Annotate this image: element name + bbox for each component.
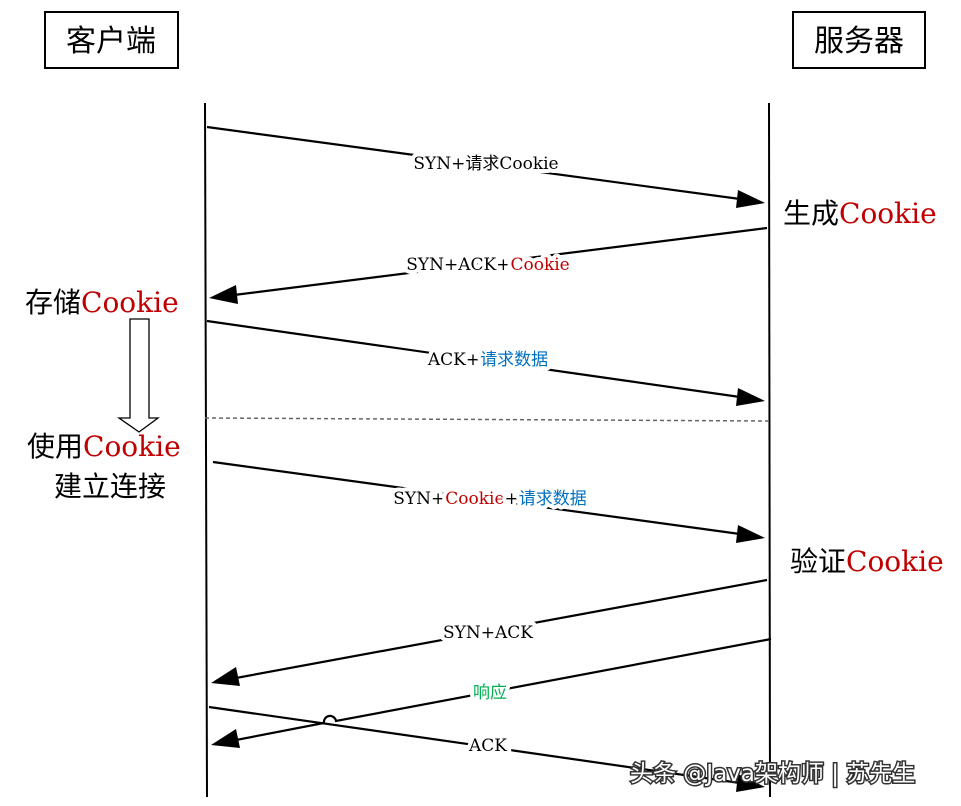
message-label: 响应	[473, 683, 507, 703]
arrow-syn-ack-cookie: SYN+ACK+Cookie	[209, 226, 768, 304]
client-title: 客户端	[66, 24, 156, 59]
watermark: 头条 @Java架构师 | 苏先生	[630, 761, 915, 787]
arrowhead	[736, 774, 765, 792]
message-label: ACK+请求数据	[427, 350, 548, 370]
message-label: ACK	[468, 736, 507, 756]
message-label: SYN+Cookie+请求数据	[393, 489, 587, 509]
arrow-ack-request-data: ACK+请求数据	[206, 319, 765, 406]
arrowhead	[209, 285, 238, 304]
arrowhead	[736, 525, 765, 543]
note-use-cookie: 使用Cookie	[27, 430, 181, 463]
server-title: 服务器	[814, 24, 904, 59]
arrow-syn-request-cookie: SYN+请求Cookie	[206, 125, 765, 208]
hollow-down-arrow-icon	[116, 318, 160, 433]
message-label: SYN+ACK+Cookie	[406, 255, 570, 275]
note-store-cookie: 存储Cookie	[25, 286, 179, 319]
client-header: 客户端	[44, 11, 179, 69]
arrowhead	[211, 667, 240, 686]
server-lifeline	[768, 102, 771, 798]
arrowhead	[736, 388, 765, 406]
arrow-ack: ACK	[208, 705, 765, 792]
arrow-response: 响应	[211, 637, 772, 748]
message-label: SYN+请求Cookie	[413, 154, 558, 174]
message-label: SYN+ACK	[443, 623, 533, 643]
note-establish-connection: 建立连接	[54, 470, 166, 503]
arrowhead	[211, 729, 240, 748]
client-lifeline	[204, 102, 208, 798]
arrow-syn-cookie-request-data: SYN+Cookie+请求数据	[212, 460, 765, 543]
phase-divider	[204, 417, 770, 422]
server-header: 服务器	[792, 11, 926, 69]
note-verify-cookie: 验证Cookie	[790, 545, 944, 578]
note-generate-cookie: 生成Cookie	[783, 197, 937, 230]
arrow-syn-ack: SYN+ACK	[211, 578, 768, 686]
arrowhead	[736, 190, 765, 208]
